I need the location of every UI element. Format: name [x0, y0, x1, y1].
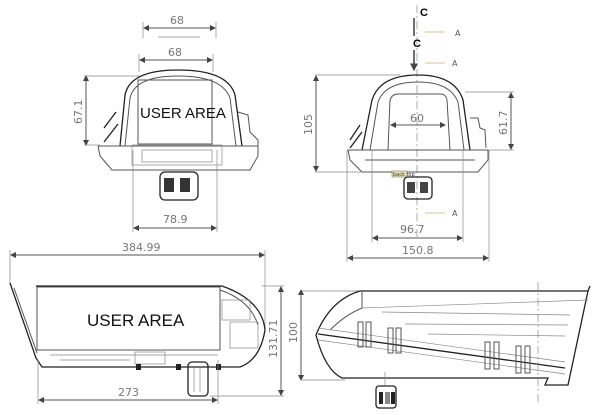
- dim-total-width: 150.8: [402, 244, 434, 257]
- dim-length: 384.99: [122, 241, 161, 254]
- housing-outline-side: [9, 282, 266, 368]
- cable-gland-rear: [403, 176, 433, 200]
- cable-gland: [159, 171, 199, 201]
- front-view: 68 68 67.1 USER AREA 78.9: [72, 14, 259, 232]
- section-mark-top: C: [420, 7, 428, 19]
- housing-outline-rear-side: [315, 285, 591, 386]
- cable-gland-side: [187, 361, 209, 397]
- axis-label-a3: A: [452, 209, 458, 218]
- cable-gland-side-view: [375, 385, 397, 409]
- dim-height: 67.1: [72, 100, 85, 125]
- housing-dome: [119, 69, 243, 147]
- dim-height-rear: 105: [302, 114, 315, 135]
- axis-label-a2: A: [452, 59, 458, 68]
- dim-base-side: 273: [118, 386, 139, 399]
- user-area-label-side: USER AREA: [87, 311, 185, 330]
- axis-label-a1: A: [455, 29, 461, 38]
- dim-inner-width: 96.7: [400, 223, 425, 236]
- side-view: 100: [302, 282, 591, 409]
- dim-base: 78.9: [163, 213, 188, 226]
- dim-window: 60: [410, 112, 424, 125]
- back-top-tag: back top: [393, 172, 415, 178]
- dim-side: 61.7: [497, 111, 510, 136]
- rear-view: C C A A A back top 60 105 61.7 96.7 150.…: [302, 5, 514, 262]
- dim-inner-height: 100: [287, 322, 300, 343]
- housing-dome-rear: [361, 74, 471, 151]
- dim-height-side: 131.71: [267, 320, 280, 359]
- user-area-label-front: USER AREA: [140, 105, 226, 122]
- dim-top-inner: 68: [168, 46, 182, 59]
- side-section-view: 384.99 USER AREA 273 131.71 100: [9, 241, 304, 404]
- dim-top-outer: 68: [170, 14, 184, 27]
- section-mark-bottom: C: [413, 38, 421, 50]
